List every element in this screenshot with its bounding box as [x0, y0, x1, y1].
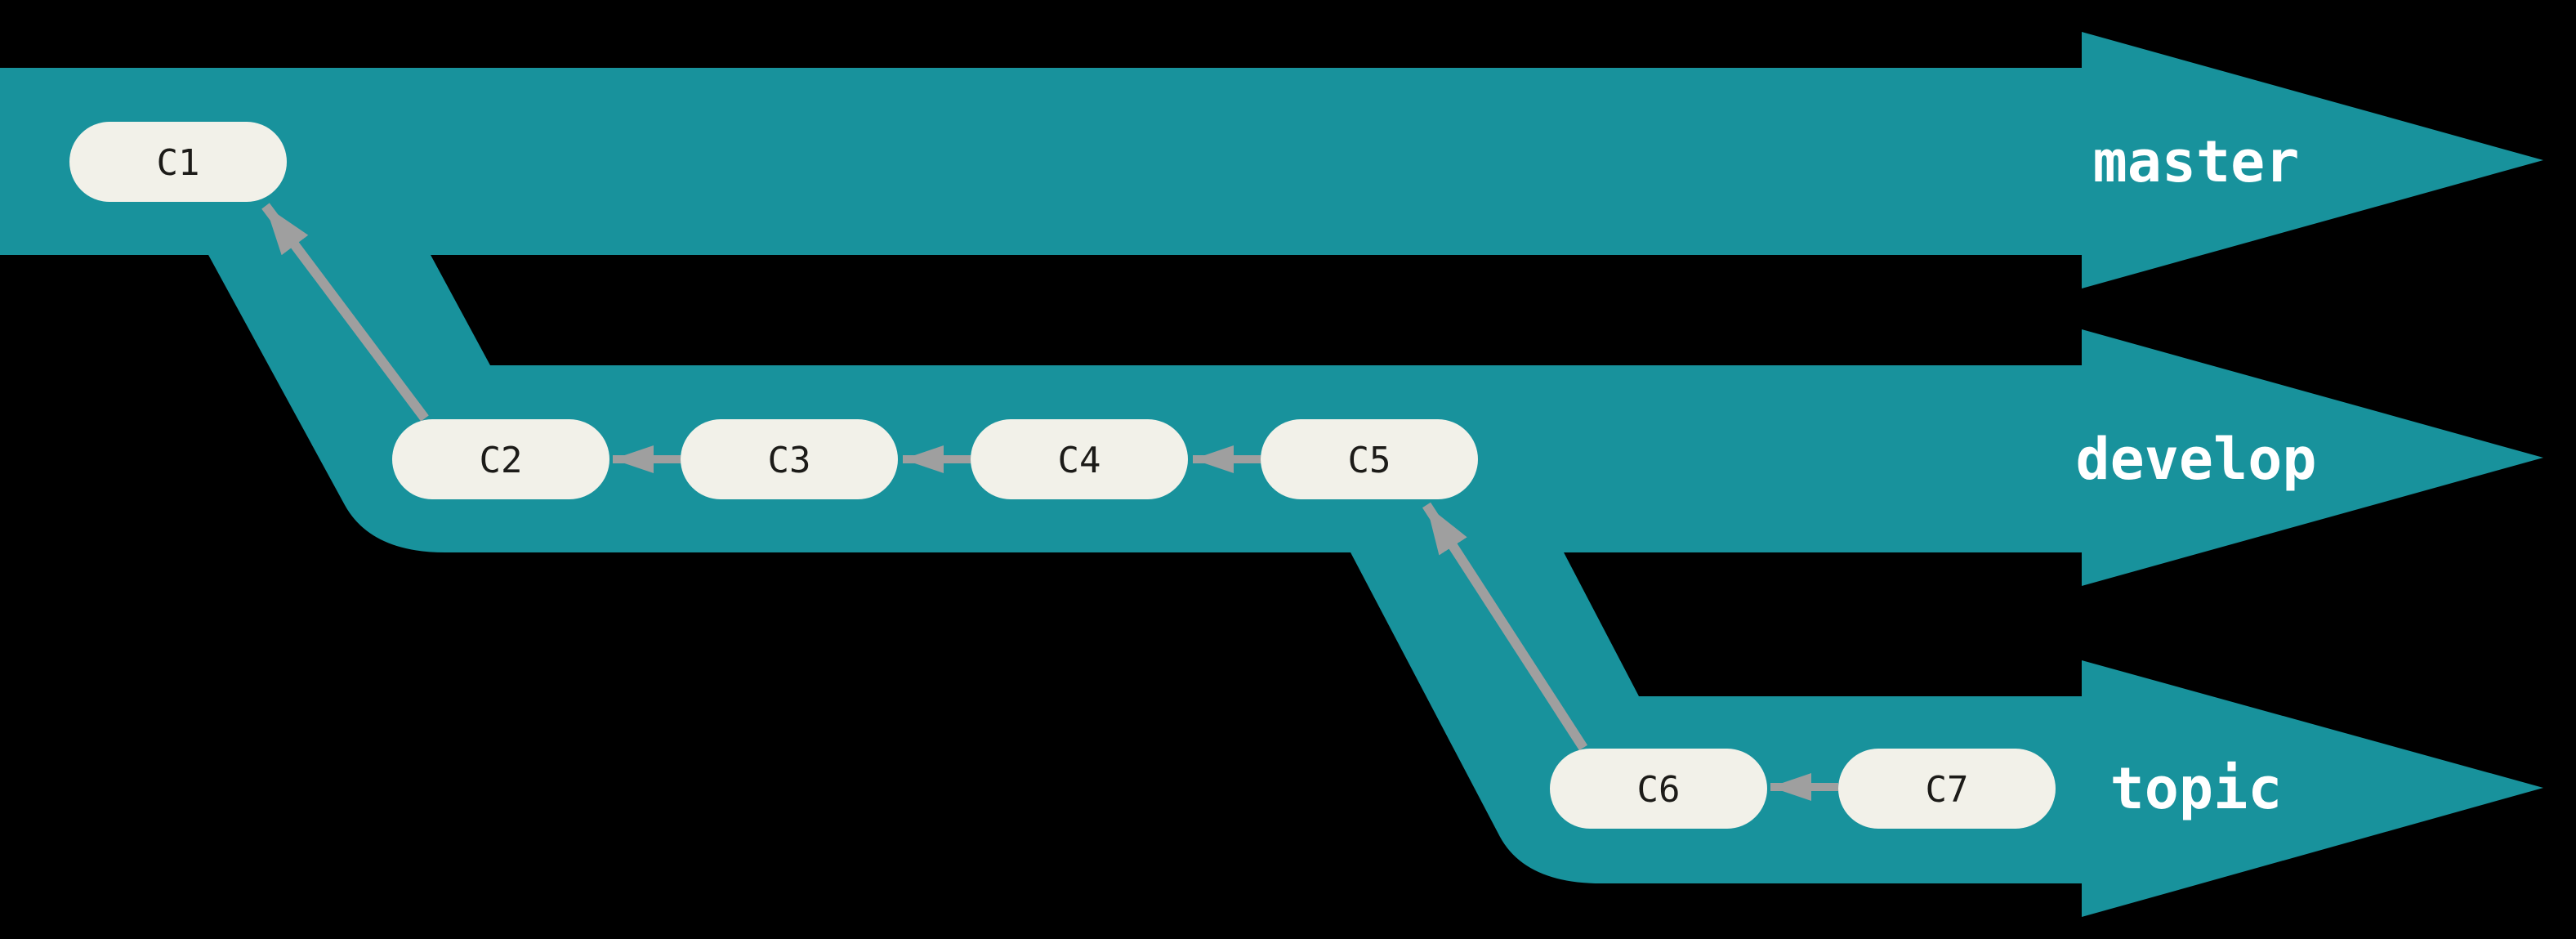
- commit-node-c4: C4: [971, 419, 1188, 499]
- commit-label-c3: C3: [768, 440, 811, 481]
- commit-node-c5: C5: [1261, 419, 1478, 499]
- parent-arrow-c2-c1: [261, 203, 429, 422]
- parent-arrow-c6-c5: [1422, 502, 1588, 751]
- commit-label-c7: C7: [1926, 769, 1969, 811]
- commit-pill-c3: [681, 419, 898, 499]
- commit-pill-c5: [1261, 419, 1478, 499]
- commit-label-c6: C6: [1637, 769, 1681, 811]
- commit-label-c5: C5: [1348, 440, 1391, 481]
- branch-label-develop: develop: [2075, 426, 2316, 493]
- commit-label-c1: C1: [157, 142, 200, 184]
- commit-label-c2: C2: [480, 440, 523, 481]
- master-branch-arrow: [0, 32, 2543, 288]
- topic-branch-arrow: [1350, 551, 2543, 917]
- commit-node-c3: C3: [681, 419, 898, 499]
- commit-pill-c1: [69, 122, 287, 202]
- branch-label-topic: topic: [2110, 755, 2283, 822]
- commit-node-c6: C6: [1550, 749, 1767, 829]
- commit-label-c4: C4: [1058, 440, 1101, 481]
- commit-node-c2: C2: [392, 419, 609, 499]
- commit-node-c7: C7: [1838, 749, 2056, 829]
- commit-pill-c6: [1550, 749, 1767, 829]
- commit-pill-c2: [392, 419, 609, 499]
- commit-node-c1: C1: [69, 122, 287, 202]
- commit-pill-c4: [971, 419, 1188, 499]
- commit-pill-c7: [1838, 749, 2056, 829]
- branch-label-master: master: [2093, 128, 2300, 195]
